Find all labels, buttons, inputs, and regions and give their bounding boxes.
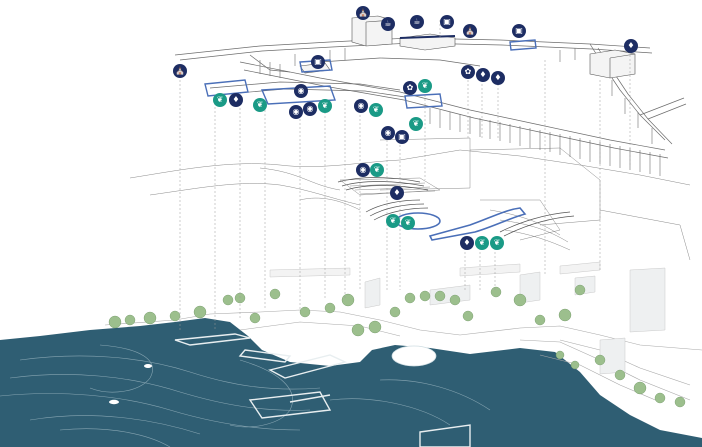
flower-icon: ✿ (403, 81, 417, 95)
leaf-icon: ❦ (369, 103, 383, 117)
terrace-layer (130, 138, 690, 260)
leaf-icon: ❦ (401, 216, 415, 230)
building-icon: ▣ (311, 55, 325, 69)
water-body (0, 318, 702, 447)
leaf-icon: ❦ (475, 236, 489, 250)
shop-icon: ♦ (390, 186, 404, 200)
leaf-icon: ❦ (318, 99, 332, 113)
leaf-icon: ❦ (409, 117, 423, 131)
shop-icon: ♦ (229, 93, 243, 107)
camera-icon: ◉ (356, 163, 370, 177)
leaf-icon: ❦ (213, 93, 227, 107)
camera-icon: ◉ (381, 126, 395, 140)
dining-icon: ☕ (410, 15, 424, 29)
leaf-icon: ❦ (490, 236, 504, 250)
round-plaza (392, 346, 436, 366)
camera-icon: ◉ (354, 99, 368, 113)
building-icon: ▣ (440, 15, 454, 29)
viewpoint-icon: ◉ (294, 84, 308, 98)
viewpoint-icon: ◉ (303, 102, 317, 116)
leaf-icon: ❦ (418, 79, 432, 93)
leader-lines (180, 20, 630, 330)
museum-icon: ⛪ (173, 64, 187, 78)
museum-icon: ⛪ (356, 6, 370, 20)
shop-icon: ♦ (460, 236, 474, 250)
shop-icon: ♦ (624, 39, 638, 53)
flower-icon: ✿ (461, 65, 475, 79)
building-icon: ▣ (512, 24, 526, 38)
museum-icon: ⛪ (463, 24, 477, 38)
dining-icon: ☕ (381, 17, 395, 31)
leaf-icon: ❦ (253, 98, 267, 112)
terrace-steps (338, 178, 574, 237)
shop-icon: ♦ (491, 71, 505, 85)
camera-icon: ◉ (289, 105, 303, 119)
building-icon: ▣ (395, 130, 409, 144)
leaf-icon: ❦ (370, 163, 384, 177)
shop-icon: ♦ (476, 68, 490, 82)
leaf-icon: ❦ (386, 214, 400, 228)
